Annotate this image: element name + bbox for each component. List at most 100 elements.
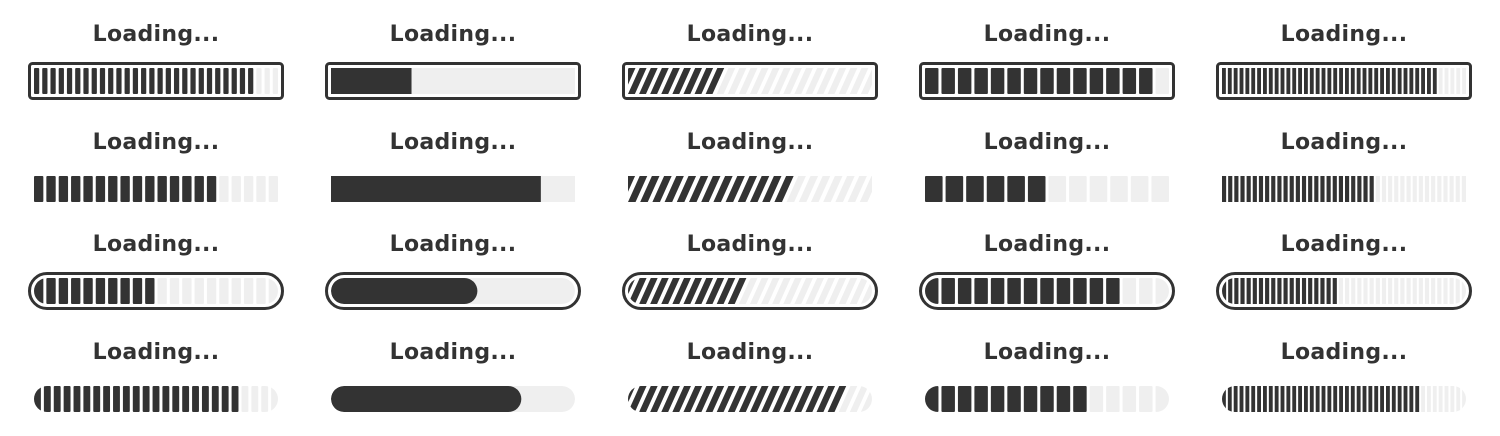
bar-track <box>925 278 1169 304</box>
segment-filled <box>182 176 192 202</box>
loading-label: Loading... <box>389 232 517 257</box>
stripe-filled <box>672 386 691 412</box>
stripe-filled <box>705 278 725 304</box>
loading-label: Loading... <box>983 340 1111 365</box>
segment-empty <box>1437 278 1442 304</box>
segment-filled <box>990 278 1005 304</box>
stripe-empty <box>860 278 872 304</box>
segment-filled <box>1040 278 1054 304</box>
segment-filled <box>63 386 71 412</box>
stripe-filled <box>727 386 747 412</box>
segment-filled <box>162 386 170 412</box>
bar-r3-c5: Loading... <box>1216 232 1472 310</box>
segment-filled <box>50 68 56 94</box>
segment-filled <box>120 278 130 304</box>
stripe-empty <box>835 176 855 202</box>
bar-track <box>925 68 1169 94</box>
segment-filled <box>1258 176 1264 202</box>
stripe-empty <box>838 386 858 412</box>
segment-filled <box>1027 176 1046 202</box>
segment-filled <box>152 386 160 412</box>
bar-track <box>34 278 278 304</box>
segment-filled <box>1350 68 1355 94</box>
progress-bar <box>28 272 284 310</box>
loading-label: Loading... <box>1280 22 1408 47</box>
segment-empty <box>1106 386 1120 412</box>
segment-filled <box>206 176 217 202</box>
stripe-filled <box>772 386 791 412</box>
segment-empty <box>1351 278 1356 304</box>
stripe-empty <box>727 68 747 94</box>
segment-filled <box>221 386 229 412</box>
segment-filled <box>71 176 81 202</box>
stripe-empty <box>761 278 780 304</box>
stripe-empty <box>772 68 791 94</box>
segment-empty <box>157 278 167 304</box>
segment-filled <box>1073 278 1087 304</box>
segment-filled <box>1257 68 1261 94</box>
segment-filled <box>1320 176 1325 202</box>
segment-filled <box>1239 68 1244 94</box>
segment-empty <box>1345 278 1350 304</box>
segment-filled <box>124 68 130 94</box>
segment-filled <box>1222 386 1226 412</box>
stripe-empty <box>783 68 802 94</box>
segment-filled <box>248 68 254 94</box>
segment-empty <box>219 278 229 304</box>
segment-filled <box>1298 386 1302 412</box>
stripe-filled <box>727 278 747 304</box>
segment-filled <box>1345 386 1349 412</box>
stripe-empty <box>827 68 847 94</box>
segment-filled <box>1263 68 1267 94</box>
segment-filled <box>941 386 955 412</box>
segment-filled <box>157 176 167 202</box>
segment-empty <box>1357 278 1362 304</box>
segment-filled <box>1409 68 1414 94</box>
segment-filled <box>1234 278 1239 304</box>
bar-fill <box>331 386 522 412</box>
segment-filled <box>1289 176 1294 202</box>
segment-filled <box>1314 278 1319 304</box>
progress-bar <box>331 176 575 202</box>
segment-filled <box>192 386 199 412</box>
segment-filled <box>169 176 180 202</box>
stripe-empty <box>738 278 758 304</box>
bar-r1-c1: Loading... <box>28 22 284 100</box>
segment-filled <box>1386 386 1390 412</box>
segment-filled <box>1351 176 1356 202</box>
segment-filled <box>132 176 143 202</box>
progress-bar <box>325 62 581 100</box>
segment-filled <box>1268 68 1273 94</box>
stripe-filled <box>639 386 658 412</box>
segment-empty <box>1432 386 1437 412</box>
segment-filled <box>1280 68 1285 94</box>
stripe-filled <box>716 386 736 412</box>
segment-filled <box>132 386 140 412</box>
bar-track <box>628 278 872 304</box>
bar-r1-c2: Loading... <box>325 22 581 100</box>
segment-filled <box>1298 68 1302 94</box>
progress-bar <box>925 386 1169 412</box>
stripe-filled <box>725 176 745 202</box>
segment-filled <box>1265 278 1270 304</box>
segment-filled <box>113 386 120 412</box>
stripe-filled <box>639 68 658 94</box>
segment-filled <box>1023 386 1038 412</box>
bar-r4-c5: Loading... <box>1216 340 1472 412</box>
stripe-filled <box>738 386 758 412</box>
progress-bar <box>628 386 872 412</box>
segment-filled <box>1332 176 1337 202</box>
bar-fill <box>331 176 541 202</box>
segment-filled <box>1386 68 1390 94</box>
segment-filled <box>1380 68 1384 94</box>
segment-empty <box>1139 278 1153 304</box>
segment-filled <box>34 386 41 412</box>
segment-empty <box>268 176 278 202</box>
stripe-empty <box>786 176 806 202</box>
segment-filled <box>172 386 180 412</box>
stripe-empty <box>761 68 780 94</box>
segment-filled <box>1289 278 1294 304</box>
segment-empty <box>1155 68 1169 94</box>
stripe-empty <box>849 386 869 412</box>
segment-filled <box>1122 68 1137 94</box>
